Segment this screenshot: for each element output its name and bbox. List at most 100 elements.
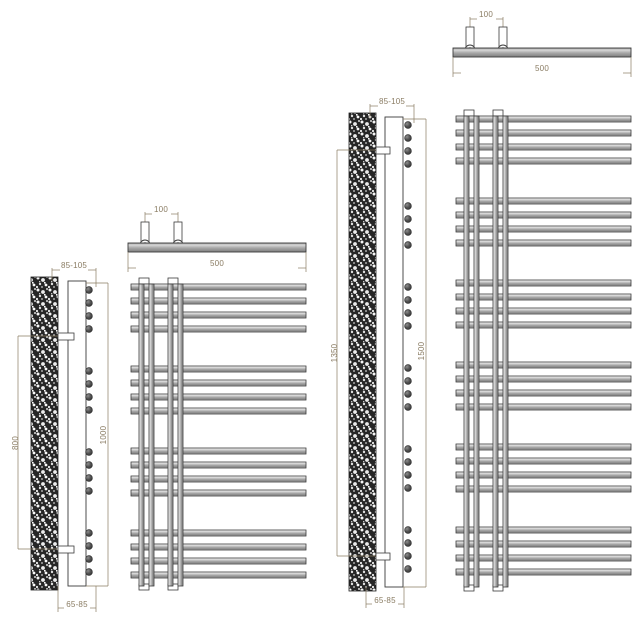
horizontal-bar — [455, 157, 632, 165]
dimension-label-top-gap: 85-105 — [379, 97, 405, 106]
horizontal-bar — [455, 457, 632, 465]
bracket-lower — [375, 552, 391, 561]
dimension-left-1350 — [336, 149, 376, 557]
bar-group — [455, 115, 632, 165]
front-cap-top-left — [138, 277, 150, 285]
vertical-riser — [138, 283, 145, 587]
front-cap-top-right — [492, 109, 504, 117]
wall-hatch-column — [348, 112, 377, 592]
plan-bracket-stem-left — [140, 221, 150, 243]
element-dot-column — [85, 286, 93, 576]
element-dot — [85, 406, 93, 414]
horizontal-bar — [455, 239, 632, 247]
dimension-top-gap — [369, 104, 415, 123]
bar-group — [455, 279, 632, 329]
dimension-label-bottom-gap: 65-85 — [374, 596, 396, 605]
plan-bracket-stem-right — [498, 26, 508, 48]
horizontal-bar — [130, 461, 307, 469]
element-dot — [85, 474, 93, 482]
vertical-riser — [148, 283, 155, 587]
element-dot — [404, 241, 412, 249]
horizontal-bar — [130, 283, 307, 291]
horizontal-bar — [130, 311, 307, 319]
horizontal-bar — [455, 389, 632, 397]
element-dot — [85, 312, 93, 320]
element-dot — [404, 228, 412, 236]
horizontal-bar — [455, 540, 632, 548]
horizontal-bar — [130, 365, 307, 373]
bar-group — [130, 529, 307, 579]
element-dot — [404, 458, 412, 466]
element-dot — [404, 471, 412, 479]
element-dot — [85, 286, 93, 294]
horizontal-bar — [455, 279, 632, 287]
dimension-label-left-800: 800 — [11, 436, 20, 450]
element-dot — [404, 121, 412, 129]
view-side-elevation-1000: 85-105 65-85 800 1000 — [11, 261, 109, 612]
horizontal-bar — [130, 407, 307, 415]
element-dot — [85, 380, 93, 388]
horizontal-bar — [130, 571, 307, 579]
horizontal-bar — [130, 543, 307, 551]
plan-rail — [452, 47, 632, 58]
dimension-label-top-gap: 85-105 — [61, 261, 87, 270]
wall-hatch-column — [30, 276, 59, 591]
front-cap-top-right — [167, 277, 179, 285]
horizontal-bar — [455, 211, 632, 219]
element-dot — [85, 542, 93, 550]
bar-group — [455, 197, 632, 247]
horizontal-bar — [130, 489, 307, 497]
element-dot — [404, 364, 412, 372]
element-dot — [404, 296, 412, 304]
horizontal-bar — [455, 197, 632, 205]
horizontal-bar — [130, 393, 307, 401]
dimension-overall-width-500 — [127, 252, 307, 272]
dimension-label-right-1500: 1500 — [417, 341, 426, 360]
bracket-upper — [375, 146, 391, 155]
bar-group — [130, 283, 307, 333]
horizontal-bar — [455, 321, 632, 329]
dimension-overall-width-500 — [452, 57, 632, 77]
horizontal-bar — [455, 129, 632, 137]
horizontal-bar — [455, 526, 632, 534]
horizontal-bar — [455, 361, 632, 369]
bar-group — [455, 443, 632, 493]
element-dot — [85, 325, 93, 333]
bar-group — [455, 361, 632, 411]
element-dot — [404, 526, 412, 534]
element-dot — [404, 377, 412, 385]
bracket-upper — [57, 332, 75, 341]
plan-bracket-stem-left — [465, 26, 475, 48]
element-dot — [404, 552, 412, 560]
horizontal-bar — [130, 379, 307, 387]
horizontal-bar — [130, 297, 307, 305]
element-dot — [85, 568, 93, 576]
horizontal-bar — [455, 443, 632, 451]
horizontal-bar — [455, 471, 632, 479]
element-dot — [404, 445, 412, 453]
element-dot — [404, 403, 412, 411]
element-dot — [404, 160, 412, 168]
element-dot — [404, 539, 412, 547]
element-dot — [404, 390, 412, 398]
horizontal-bar — [455, 143, 632, 151]
dimension-label-overall-width-500: 500 — [535, 64, 549, 73]
horizontal-bar — [130, 325, 307, 333]
element-dot — [85, 529, 93, 537]
element-dot — [404, 484, 412, 492]
front-cap-top-left — [463, 109, 475, 117]
horizontal-bar — [130, 557, 307, 565]
element-dot — [85, 555, 93, 563]
horizontal-bar — [455, 403, 632, 411]
horizontal-bar — [130, 529, 307, 537]
element-dot — [85, 461, 93, 469]
vertical-riser — [502, 115, 509, 588]
vertical-riser — [177, 283, 184, 587]
element-dot — [404, 147, 412, 155]
view-front-elevation-1500 — [455, 109, 632, 592]
element-dot — [85, 448, 93, 456]
element-dot — [404, 322, 412, 330]
horizontal-bar — [455, 307, 632, 315]
dimension-label-left-1350: 1350 — [330, 343, 339, 362]
